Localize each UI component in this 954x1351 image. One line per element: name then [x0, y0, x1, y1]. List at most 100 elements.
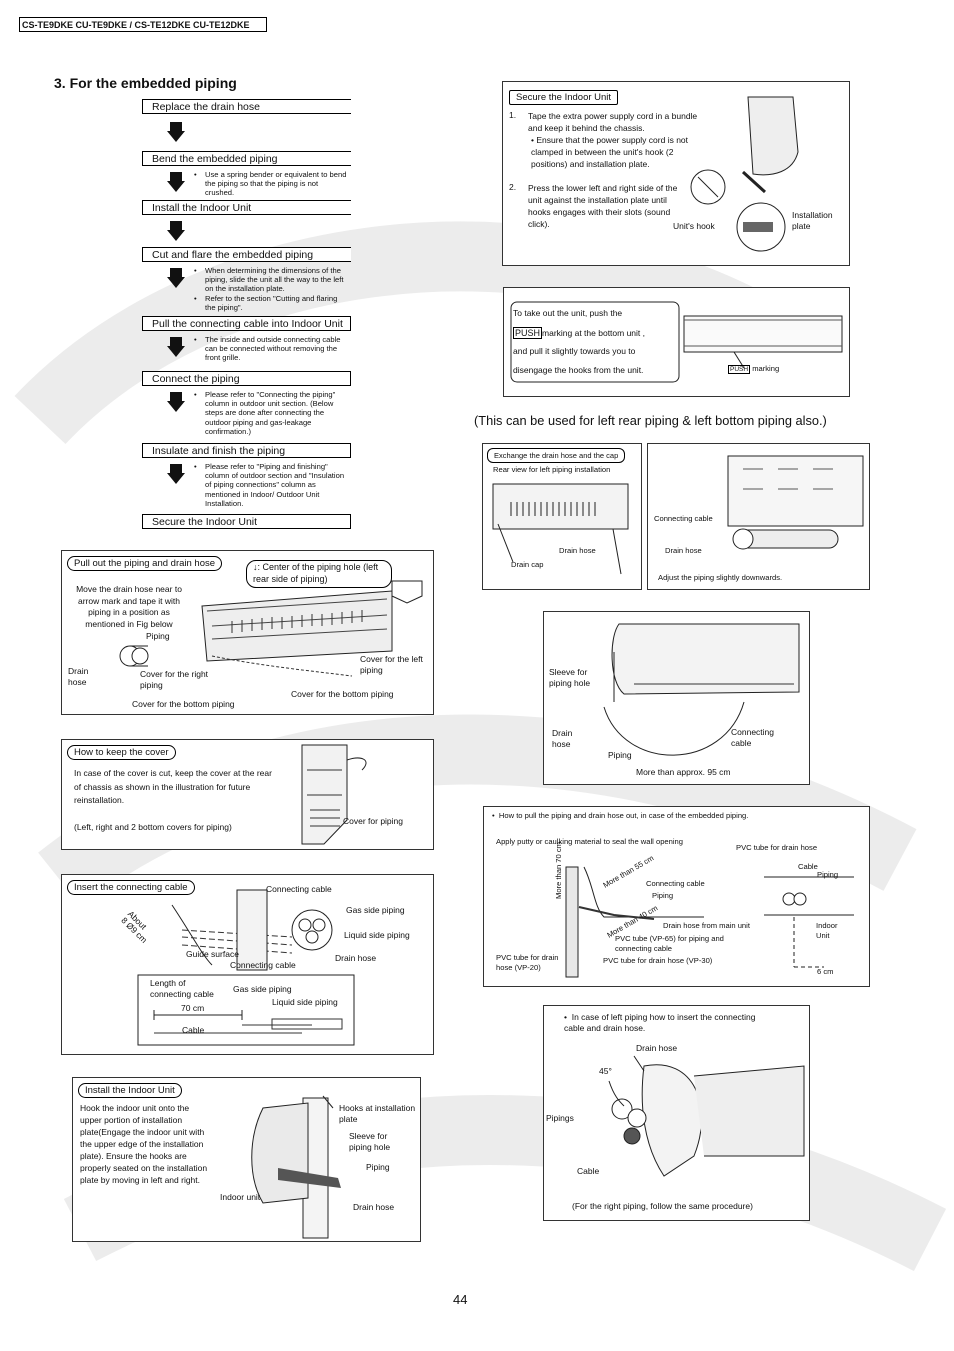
- indoor-unit-rear-illustration: [119, 580, 423, 677]
- push-marking-tag: PUSH: [513, 327, 543, 339]
- down-arrow-icon: [167, 337, 185, 357]
- flow-step-8: Secure the Indoor Unit: [142, 514, 351, 529]
- cover-for-piping-label: Cover for piping: [343, 816, 404, 826]
- unit-with-piping-illustration: [603, 623, 800, 756]
- flow-step-5-note: •The inside and outside connecting cable…: [194, 335, 341, 363]
- cable-label: Cable: [577, 1166, 600, 1176]
- keep-cover-panel: How to keep the cover In case of the cov…: [61, 739, 434, 850]
- install-indoor-text: Hook the indoor unit onto the upper port…: [80, 1103, 208, 1185]
- apply-putty-label: Apply putty or caulking material to seal…: [496, 837, 683, 846]
- section-number: 3.: [54, 75, 66, 91]
- cover-left-label: Cover for the left piping: [360, 654, 423, 675]
- adjust-piping-note: Adjust the piping slightly downwards.: [658, 573, 783, 582]
- chassis-cover-illustration: [301, 744, 367, 845]
- left-piping-title: • In case of left piping how to insert t…: [564, 1012, 756, 1033]
- secure-item-1-sub: • Ensure that the power supply cord is n…: [531, 135, 689, 169]
- insert-cable-panel: Insert the connecting cable Connecting c…: [61, 874, 434, 1055]
- cover-right-label: Cover for the right piping: [140, 669, 209, 690]
- sleeve-label: Sleeve for piping hole: [549, 667, 591, 688]
- piping-label: Piping: [146, 631, 170, 641]
- flow-step-4: Cut and flare the embedded piping: [142, 247, 351, 262]
- secure-item-1-number: 1.: [509, 110, 517, 120]
- gas-side-label-2: Gas side piping: [233, 984, 292, 994]
- units-hook-label: Unit's hook: [673, 221, 715, 231]
- installation-plate-illustration: [727, 455, 864, 550]
- piping-label: Piping: [366, 1162, 390, 1172]
- exchange-title: Exchange the drain hose and the cap: [487, 448, 626, 463]
- embedded-piping-illustration: [565, 866, 854, 978]
- drain-hose-label-2: Drain hose: [665, 546, 702, 555]
- hooks-label: Hooks at installation plate: [339, 1103, 416, 1124]
- drain-hose-label: Drain hose: [335, 953, 377, 963]
- guide-surface-label: Guide surface: [186, 949, 239, 959]
- down-arrow-icon: [167, 464, 185, 484]
- push-line-3: and pull it slightly towards you to: [513, 346, 636, 356]
- flow-step-1: Replace the drain hose: [142, 99, 351, 114]
- flow-step-6: Connect the piping: [142, 371, 351, 386]
- liquid-side-label-2: Liquid side piping: [272, 997, 338, 1007]
- section-title: For the embedded piping: [69, 75, 237, 91]
- pull-out-piping-panel: Pull out the piping and drain hose ↓: Ce…: [61, 550, 434, 715]
- insert-cable-title: Insert the connecting cable: [67, 880, 195, 895]
- exchange-subtitle: Rear view for left piping installation: [493, 465, 611, 474]
- down-arrow-icon: [167, 221, 185, 241]
- piping-label: Piping: [817, 870, 839, 879]
- drain-hose-label: Drain hose: [68, 666, 89, 687]
- length-of-label: Length of: [150, 978, 186, 988]
- flow-step-3: Install the Indoor Unit: [142, 200, 351, 215]
- flow-step-7-note: •Please refer to "Piping and finishing" …: [194, 462, 345, 508]
- drain-cap-label: Drain cap: [511, 560, 544, 569]
- secure-item-1: Tape the extra power supply cord in a bu…: [528, 111, 698, 133]
- connecting-cable-label: Connecting cable: [731, 727, 775, 748]
- vp65-label: PVC tube (VP-65) for piping and connecti…: [615, 934, 724, 953]
- more-70-label: More than 70 cm: [554, 842, 563, 899]
- right-piping-note: (For the right piping, follow the same p…: [572, 1201, 753, 1211]
- move-drain-note: Move the drain hose near to arrow mark a…: [76, 584, 182, 629]
- installation-plate-label: Installation plate: [792, 210, 833, 231]
- secure-item-2-number: 2.: [509, 182, 517, 192]
- vp20-label: PVC tube for drain hose (VP-20): [496, 953, 559, 972]
- drain-hose-label: Drain hose: [636, 1043, 678, 1053]
- flow-step-4-note: •When determining the dimensions of the …: [194, 266, 344, 312]
- connecting-cable-label: Connecting cable: [654, 514, 713, 523]
- pipings-label: Pipings: [546, 1113, 574, 1123]
- embedded-piping-panel: • How to pull the piping and drain hose …: [483, 806, 870, 987]
- insertion-detail-illustration: [608, 1055, 805, 1177]
- rear-view-illustration: [492, 483, 629, 575]
- flow-step-2-note: •Use a spring bender or equivalent to be…: [194, 170, 347, 198]
- piping-label-2: Piping: [652, 891, 674, 900]
- distance-label: More than approx. 95 cm: [636, 767, 731, 777]
- cover-bottom-label-2: Cover for the bottom piping: [132, 699, 235, 709]
- drain-main-label: Drain hose from main unit: [663, 921, 750, 930]
- down-arrow-icon: [167, 268, 185, 288]
- secure-item-2: Press the lower left and right side of t…: [528, 183, 678, 229]
- cover-bottom-label-1: Cover for the bottom piping: [291, 689, 394, 699]
- flow-step-5: Pull the connecting cable into Indoor Un…: [142, 316, 351, 331]
- wall-mount-illustration: [251, 1095, 341, 1239]
- unit-bottom-illustration: [510, 301, 843, 383]
- section-heading: 3. For the embedded piping: [54, 75, 237, 91]
- keep-cover-subtext: (Left, right and 2 bottom covers for pip…: [74, 822, 232, 832]
- secure-title: Secure the Indoor Unit: [509, 90, 619, 105]
- dimension-70cm-label: 70 cm: [181, 1003, 205, 1013]
- drain-hose-label: Drain hose: [552, 728, 573, 749]
- connecting-cable-label: Connecting cable: [646, 879, 705, 888]
- push-line-4: disengage the hooks from the unit.: [513, 365, 644, 375]
- cable-insertion-illustration: [137, 889, 355, 1046]
- connecting-cable-top-label: Connecting cable: [266, 884, 332, 894]
- connecting-cable-label-2: connecting cable: [150, 989, 214, 999]
- indoor-unit-label: Indoor unit: [220, 1192, 261, 1202]
- flow-step-6-note: •Please refer to "Connecting the piping"…: [194, 390, 336, 436]
- connecting-cable-label: Connecting cable: [230, 960, 296, 970]
- embedded-title: • How to pull the piping and drain hose …: [492, 811, 749, 820]
- install-indoor-title: Install the Indoor Unit: [78, 1083, 182, 1098]
- indoor-unit-label: Indoor Unit: [816, 921, 838, 940]
- flow-step-2: Bend the embedded piping: [142, 151, 351, 166]
- exchange-drain-panel: Exchange the drain hose and the cap Rear…: [482, 443, 642, 590]
- pvc-drain-label: PVC tube for drain hose: [736, 843, 818, 852]
- piping-adjust-panel: Connecting cable Drain hose Adjust the p…: [647, 443, 870, 590]
- secure-indoor-unit-panel: Secure the Indoor Unit 1. Tape the extra…: [502, 81, 850, 266]
- flow-step-7: Insulate and finish the piping: [142, 443, 351, 458]
